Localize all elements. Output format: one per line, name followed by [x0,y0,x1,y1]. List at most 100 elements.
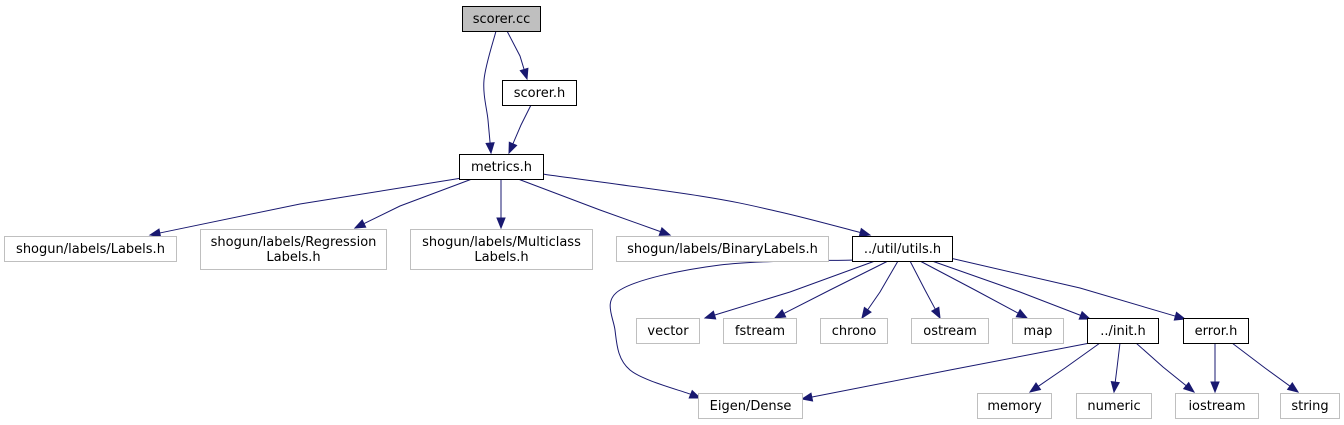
node-numeric: numeric [1076,393,1152,419]
node-label: numeric [1087,399,1140,414]
arrowhead-icon [658,227,672,236]
arrowhead-icon [773,309,787,319]
arrowhead-icon [688,389,702,399]
node-label: shogun/labels/Regression [211,235,377,250]
node-box [723,318,797,344]
node-box [410,229,593,270]
edge-line [609,259,856,396]
edge-line [866,260,899,311]
node-box [1076,393,1152,419]
arrowhead-icon [353,219,367,229]
arrowhead-icon [703,310,717,320]
node-label: iostream [1188,399,1245,414]
node-label: scorer.h [514,86,565,101]
node-vector: vector [636,318,700,344]
edge-line [517,178,662,233]
node-label: ../util/utils.h [864,242,941,257]
node-box [502,80,577,106]
node-box [636,318,700,344]
arrowhead-icon [1182,381,1196,393]
node-init-h[interactable]: ../init.h [1087,318,1159,344]
node-chrono: chrono [820,318,888,344]
edge-utils-h-to-init-h [931,260,1092,320]
node-memory: memory [977,393,1052,419]
arrowhead-icon [1173,311,1187,321]
node-iostream: iostream [1175,393,1259,419]
node-box [820,318,888,344]
node-box [4,236,177,262]
edge-line [1135,342,1188,387]
edge-metrics-h-to-labels-h [148,177,463,238]
node-box [698,393,803,419]
node-error-h[interactable]: error.h [1183,318,1249,344]
edge-line [1037,342,1101,388]
nodes-layer: scorer.cc scorer.h metrics.h shogun/labels/… [4,6,1340,419]
node-map: map [1012,318,1064,344]
edge-line [1231,342,1292,388]
edge-utils-h-to-vector [703,260,876,320]
node-utils-h[interactable]: ../util/utils.h [852,236,953,262]
node-label: string [1291,399,1328,414]
arrowhead-icon [1078,310,1092,320]
node-box [462,6,541,32]
edge-line [158,177,463,234]
edge-line [909,260,937,311]
node-label: Labels.h [474,250,528,265]
node-label: Eigen/Dense [710,399,792,414]
node-metrics-h[interactable]: metrics.h [459,154,544,180]
node-box [1087,318,1159,344]
node-labels-h: shogun/labels/Labels.h [4,236,177,262]
node-box [459,154,544,180]
arrowhead-icon [1210,381,1220,394]
edge-line [782,260,889,315]
node-eigen: Eigen/Dense [698,393,803,419]
edge-line [713,260,876,316]
arrowhead-icon [930,306,941,320]
edge-utils-h-to-error-h [949,257,1187,321]
node-string: string [1280,393,1340,419]
arrowhead-icon [519,67,529,81]
edge-utils-h-to-ostream [909,260,941,320]
edge-scorer-cc-to-metrics-h [483,30,497,155]
edge-init-h-to-memory [1028,342,1101,393]
node-label: shogun/labels/Multiclass [422,235,581,250]
node-label: ostream [923,324,977,339]
node-label: Labels.h [266,250,320,265]
edge-metrics-h-to-binary-h [517,178,672,236]
node-label: shogun/labels/BinaryLabels.h [627,242,818,257]
edge-utils-h-to-eigen [609,259,856,399]
edge-line [541,173,862,234]
edge-line [919,260,1020,315]
edge-utils-h-to-fstream [773,260,889,319]
arrowhead-icon [800,392,814,402]
arrowhead-icon [1028,382,1042,393]
edge-scorer-cc-to-scorer-h [506,30,529,81]
node-label: error.h [1195,324,1238,339]
node-box [200,229,387,270]
edge-line [483,30,497,145]
node-box [616,236,829,262]
edges-layer [148,30,1300,402]
node-label: vector [647,324,689,339]
node-scorer-h[interactable]: scorer.h [502,80,577,106]
node-ostream: ostream [911,318,989,344]
node-box [1175,393,1259,419]
node-label: map [1024,324,1053,339]
node-scorer-cc[interactable]: scorer.cc [462,6,541,32]
edge-line [362,178,473,225]
edge-line [931,260,1082,317]
arrowhead-icon [485,142,495,155]
node-label: chrono [832,324,877,339]
node-label: metrics.h [471,160,532,175]
node-box [1183,318,1249,344]
arrowhead-icon [496,217,506,230]
edge-line [512,104,532,145]
edge-utils-h-to-chrono [861,260,899,320]
edge-error-h-to-string [1231,342,1300,393]
edge-init-h-to-numeric [1110,342,1121,394]
arrowhead-icon [148,228,162,238]
node-box [1280,393,1340,419]
edge-metrics-h-to-utils-h [541,173,872,237]
